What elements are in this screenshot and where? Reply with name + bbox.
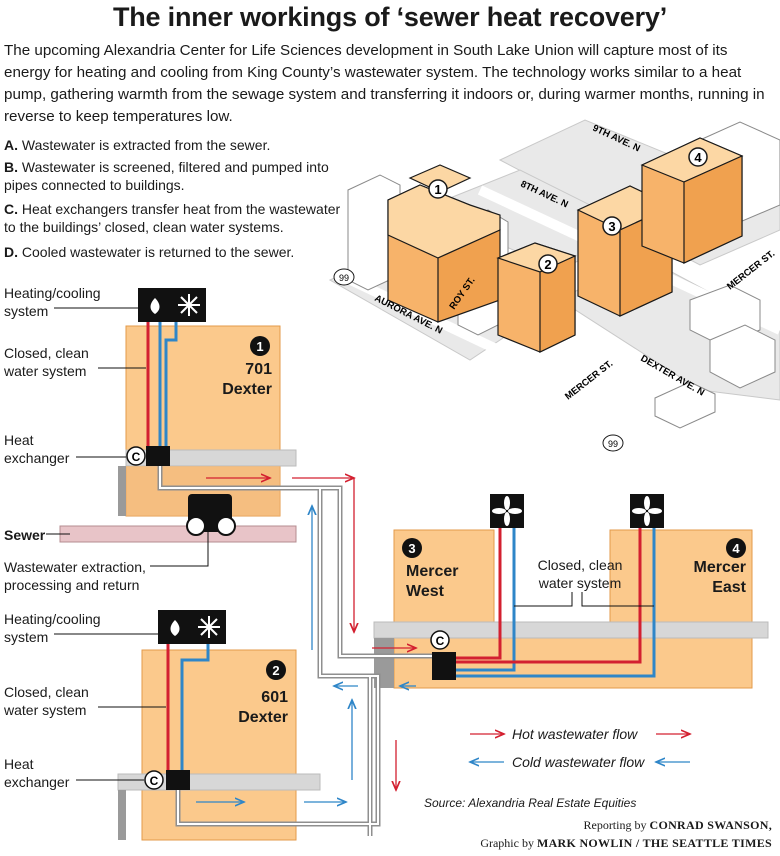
svg-text:99: 99 [608,439,618,449]
callout-lines [46,307,654,781]
clean-water-pipes-2 [166,640,210,776]
svg-text:3: 3 [608,219,615,234]
label-sewer: Sewer [4,527,46,543]
source-note: Source: Alexandria Real Estate Equities [424,796,637,810]
label-heat-exchanger-2: Heat exchanger [4,756,70,790]
label-clean-water-34: Closed, clean water system [537,557,623,591]
svg-text:3: 3 [408,541,415,556]
step-b: B. Wastewater is screened, filtered and … [4,158,354,194]
step-c-letter: C. [4,201,18,217]
step-d: D. Cooled wastewater is returned to the … [4,243,354,261]
building-marker-2: 2 [266,660,286,680]
label-clean-water-1: Closed, clean water system [4,345,89,379]
svg-text:99: 99 [339,273,349,283]
legend-cold-label: Cold wastewater flow [512,754,645,770]
step-d-letter: D. [4,244,18,260]
hvac-unit-2 [158,610,226,644]
credit-graphic: Graphic by MARK NOWLIN / THE SEATTLE TIM… [480,836,772,850]
map-marker-4: 4 [688,147,708,167]
fan-unit-4 [630,494,664,528]
hvac-unit-1 [138,288,206,322]
flow-arrows [196,478,416,802]
svg-text:4: 4 [694,150,702,165]
c-label-34: C [436,634,445,648]
fan-unit-3 [490,494,524,528]
building-2-block [117,649,321,841]
step-a-text: Wastewater is extracted from the sewer. [21,137,271,153]
svg-text:2: 2 [272,663,279,678]
label-hvac-2: Heating/cooling system [4,611,101,645]
step-a-letter: A. [4,137,18,153]
step-c: C. Heat exchangers transfer heat from th… [4,200,354,236]
infographic-title: The inner workings of ‘sewer heat recove… [112,2,668,32]
building-name-3: Mercer West [406,563,459,600]
route-shield-2: 99 [602,434,624,452]
svg-text:1: 1 [256,339,263,354]
credit-reporting: Reporting by CONRAD SWANSON, [583,818,772,832]
building-marker-3: 3 [402,538,422,558]
site-map: 1 2 3 4 99 99 9TH AVE. N 8TH AVE. N AURO… [328,119,780,460]
label-clean-water-2: Closed, clean water system [4,684,89,718]
diagram: 1 2 3 4 C C C [46,288,769,841]
building-name-1: 701 Dexter [222,361,272,398]
clean-water-pipes-1 [146,320,178,452]
step-a: A. Wastewater is extracted from the sewe… [4,136,354,154]
route-shield-1: 99 [333,268,355,286]
map-marker-3: 3 [602,216,622,236]
building-name-2: 601 Dexter [238,689,288,726]
heat-exchanger-2 [144,770,190,790]
extraction-unit [186,494,236,536]
map-building-4 [640,137,744,264]
heat-exchanger-34 [430,630,456,680]
step-d-text: Cooled wastewater is returned to the sew… [21,244,295,260]
map-marker-2: 2 [538,254,558,274]
step-c-text: Heat exchangers transfer heat from the w… [4,201,341,235]
c-label-1: C [132,450,141,464]
svg-text:4: 4 [732,541,740,556]
label-extraction: Wastewater extraction, processing and re… [4,559,146,593]
step-b-text: Wastewater is screened, filtered and pum… [4,159,329,193]
sewer-pipe [59,525,297,543]
building-marker-4: 4 [726,538,746,558]
clean-water-pipes-34 [446,528,656,678]
building-marker-1: 1 [250,336,270,356]
legend-hot-label: Hot wastewater flow [512,726,638,742]
step-b-letter: B. [4,159,18,175]
building-name-4: Mercer East [693,559,746,596]
label-heat-exchanger-1: Heat exchanger [4,432,70,466]
svg-text:1: 1 [434,182,441,197]
intro-paragraph: The upcoming Alexandria Center for Life … [4,42,765,125]
svg-text:2: 2 [544,257,551,272]
heat-exchanger-1 [126,446,170,466]
map-marker-1: 1 [428,179,448,199]
c-label-2: C [150,774,159,788]
label-hvac-1: Heating/cooling system [4,285,101,319]
